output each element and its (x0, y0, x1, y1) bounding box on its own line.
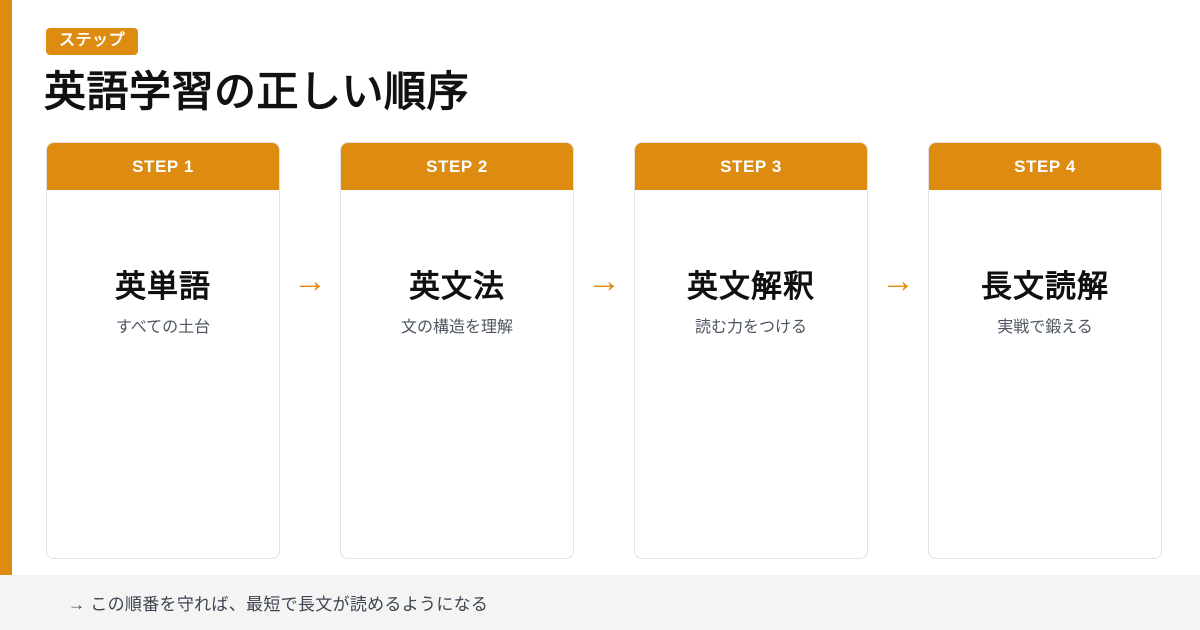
step-desc-3: 読む力をつける (694, 318, 807, 336)
step-body-3: 英文解釈 読む力をつける (635, 190, 867, 558)
step-card-2[interactable]: STEP 2 英文法 文の構造を理解 (340, 142, 574, 559)
step-body-2: 英文法 文の構造を理解 (341, 190, 573, 558)
step-name-2: 英文法 (409, 269, 505, 305)
step-desc-4: 実戦で鍛える (997, 318, 1093, 336)
step-header-3: STEP 3 (635, 143, 867, 190)
step-card-1[interactable]: STEP 1 英単語 すべての土台 (46, 142, 280, 559)
footer-inner: → この順番を守れば、最短で長文が読めるようになる (68, 575, 488, 630)
slide-header: ステップ 英語学習の正しい順序 (44, 28, 1162, 115)
step-header-4: STEP 4 (929, 143, 1161, 190)
page-title: 英語学習の正しい順序 (44, 68, 470, 115)
left-accent-rail (0, 0, 12, 630)
step-desc-2: 文の構造を理解 (400, 318, 513, 336)
arrow-right-icon-2: → (587, 261, 621, 300)
arrow-right-icon-1: → (293, 261, 327, 300)
step-desc-1: すべての土台 (115, 318, 211, 336)
section-badge: ステップ (46, 28, 139, 55)
step-body-4: 長文読解 実戦で鍛える (929, 190, 1161, 558)
step-header-2: STEP 2 (341, 143, 573, 190)
footer-bar: → この順番を守れば、最短で長文が読めるようになる (0, 575, 1200, 630)
step-card-4[interactable]: STEP 4 長文読解 実戦で鍛える (928, 142, 1162, 559)
steps-row: STEP 1 英単語 すべての土台 → STEP 2 英文法 文の構造を理解 →… (46, 142, 1162, 559)
footer-note: → この順番を守れば、最短で長文が読めるようになる (68, 595, 489, 614)
step-name-3: 英文解釈 (687, 269, 815, 305)
step-body-1: 英単語 すべての土台 (47, 190, 279, 558)
step-name-1: 英単語 (115, 269, 211, 305)
step-header-1: STEP 1 (47, 143, 279, 190)
step-card-3[interactable]: STEP 3 英文解釈 読む力をつける (634, 142, 868, 559)
arrow-right-icon-3: → (881, 261, 915, 300)
step-name-4: 長文読解 (981, 269, 1109, 305)
